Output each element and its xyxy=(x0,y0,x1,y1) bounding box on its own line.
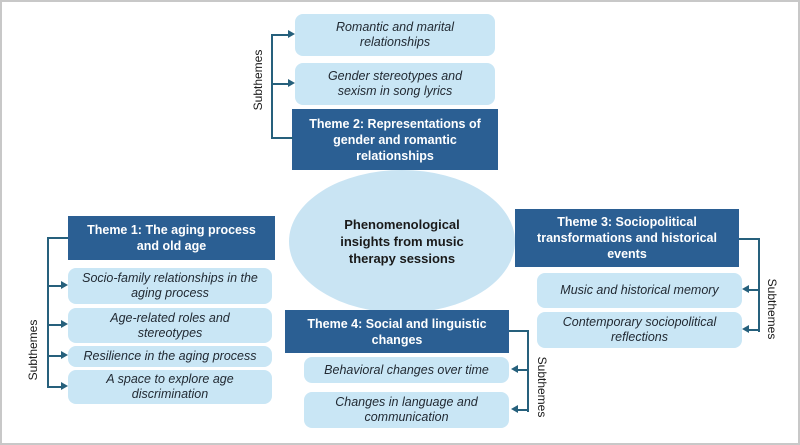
connector-line xyxy=(47,386,61,388)
subtheme-text: Behavioral changes over time xyxy=(324,362,489,377)
theme3-box: Theme 3: Sociopolitical transformations … xyxy=(515,209,739,267)
arrow-left-icon xyxy=(511,365,518,373)
subtheme-text: Changes in language and communication xyxy=(335,395,478,424)
subthemes-label-left: Subthemes xyxy=(26,319,40,381)
connector-line xyxy=(271,83,288,85)
subtheme-text: Contemporary sociopolitical reflections xyxy=(562,315,717,344)
connector-line xyxy=(739,238,760,240)
arrow-left-icon xyxy=(511,405,518,413)
subtheme-text: Age-related roles and stereotypes xyxy=(110,310,230,340)
arrow-right-icon xyxy=(288,79,295,87)
connector-line xyxy=(749,289,759,291)
theme4-box: Theme 4: Social and linguistic changes xyxy=(285,310,509,353)
connector-line xyxy=(518,369,528,371)
subtheme-box-behavioral-changes: Behavioral changes over time xyxy=(304,357,509,383)
subtheme-text: A space to explore age discrimination xyxy=(106,372,234,401)
subtheme-text: Gender stereotypes and sexism in song ly… xyxy=(327,69,463,98)
arrow-right-icon xyxy=(288,30,295,38)
connector-line xyxy=(758,238,760,332)
connector-line xyxy=(271,34,288,36)
subtheme-box-romantic-marital: Romantic and marital relationships xyxy=(295,14,495,56)
subtheme-box-age-related-roles: Age-related roles and stereotypes xyxy=(68,308,272,343)
subtheme-text: Socio-family relationships in the aging … xyxy=(82,271,258,300)
arrow-left-icon xyxy=(742,325,749,333)
subtheme-box-gender-stereotypes: Gender stereotypes and sexism in song ly… xyxy=(295,63,495,105)
connector-line xyxy=(527,330,529,412)
subtheme-box-age-discrimination: A space to explore age discrimination xyxy=(68,370,272,404)
connector-line xyxy=(47,324,61,326)
arrow-left-icon xyxy=(742,285,749,293)
central-theme-ellipse: Phenomenological insights from music the… xyxy=(289,170,515,313)
theme2-text: Theme 2: Representations of gender and r… xyxy=(309,116,481,163)
subthemes-label-right: Subthemes xyxy=(765,278,779,340)
subtheme-text: Romantic and marital relationships xyxy=(335,20,455,49)
subthemes-label-bottom: Subthemes xyxy=(535,356,549,418)
arrow-right-icon xyxy=(61,382,68,390)
connector-line xyxy=(749,329,759,331)
subtheme-box-sociopolitical-reflections: Contemporary sociopolitical reflections xyxy=(537,312,742,348)
subtheme-box-socio-family: Socio-family relationships in the aging … xyxy=(68,268,272,304)
subtheme-text: Music and historical memory xyxy=(560,283,719,297)
arrow-right-icon xyxy=(61,320,68,328)
connector-line xyxy=(47,237,49,388)
theme3-text: Theme 3: Sociopolitical transformations … xyxy=(537,215,717,261)
connector-line xyxy=(518,409,528,411)
subtheme-text: Resilience in the aging process xyxy=(83,349,257,363)
theme4-text: Theme 4: Social and linguistic changes xyxy=(307,316,487,347)
theme1-text: Theme 1: The aging process and old age xyxy=(87,223,256,253)
central-theme-text: Phenomenological insights from music the… xyxy=(340,217,464,266)
connector-line xyxy=(271,137,293,139)
subtheme-box-resilience: Resilience in the aging process xyxy=(68,346,272,367)
subtheme-box-language-communication: Changes in language and communication xyxy=(304,392,509,428)
theme2-box: Theme 2: Representations of gender and r… xyxy=(292,109,498,170)
arrow-right-icon xyxy=(61,351,68,359)
connector-line xyxy=(509,330,529,332)
connector-line xyxy=(47,237,68,239)
connector-line xyxy=(271,34,273,139)
subtheme-box-historical-memory: Music and historical memory xyxy=(537,273,742,308)
arrow-right-icon xyxy=(61,281,68,289)
subthemes-label-top: Subthemes xyxy=(251,49,265,111)
connector-line xyxy=(47,285,61,287)
connector-line xyxy=(47,355,61,357)
theme1-box: Theme 1: The aging process and old age xyxy=(68,216,275,260)
